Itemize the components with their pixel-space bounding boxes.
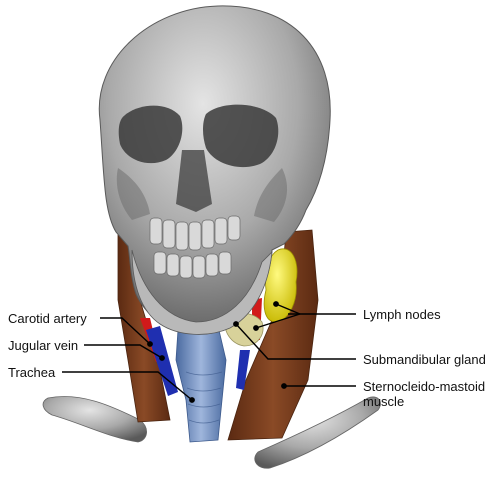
scm-leader-dot — [282, 384, 286, 388]
submandibular-gland-label: Submandibular gland — [363, 352, 486, 367]
carotid-leader-dot — [148, 342, 152, 346]
lymph-leader-dot-a — [274, 302, 278, 306]
trachea-shape — [176, 326, 226, 442]
left-clavicle — [43, 397, 147, 442]
jugular-leader-dot — [160, 356, 164, 360]
carotid-artery-label: Carotid artery — [8, 311, 87, 326]
sternocleidomastoid-label: Sternocleido-mastoid muscle — [363, 379, 498, 409]
lymph-nodes-label: Lymph nodes — [363, 307, 441, 322]
trachea-label: Trachea — [8, 365, 55, 380]
right-orbit — [203, 105, 278, 168]
submand-leader-dot — [234, 322, 238, 326]
jugular-vein-label: Jugular vein — [8, 338, 78, 353]
lymph-leader-dot-b — [254, 326, 258, 330]
trachea-leader-dot — [190, 398, 194, 402]
